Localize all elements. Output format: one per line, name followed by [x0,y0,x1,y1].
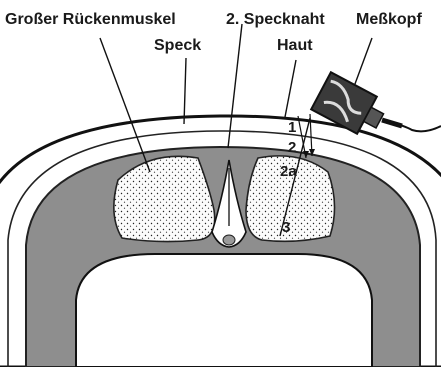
marker-3: 3 [282,219,290,236]
spinal-canal [223,235,235,245]
marker-2: 2 [288,139,296,156]
fat-pointer-line [184,58,186,124]
seam-label: 2. Specknaht [226,11,325,28]
skin-label: Haut [277,37,313,54]
body-cavity [76,254,372,367]
marker-2a: 2a [280,163,297,180]
skin-pointer-line [285,60,296,117]
fat-label: Speck [154,37,201,54]
probe-pointer-line [352,38,372,92]
marker-1: 1 [288,119,296,136]
muscle-label: Großer Rückenmuskel [5,11,176,28]
probe-label: Meßkopf [356,11,422,28]
